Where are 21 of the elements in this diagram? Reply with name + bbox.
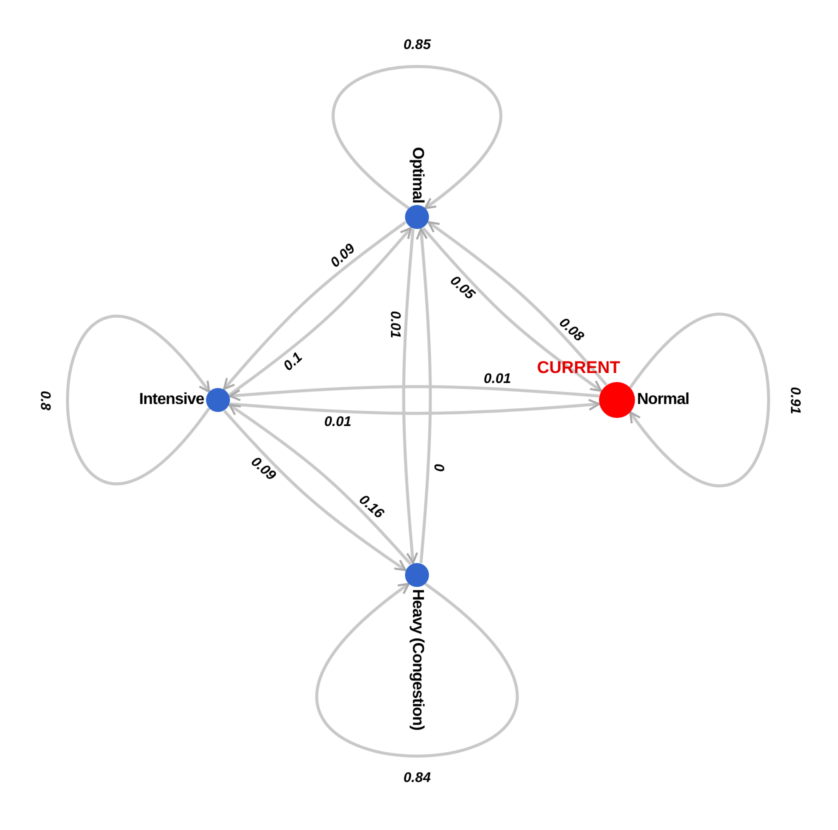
self-loop-arrow [629, 314, 770, 486]
probability-label: 0.84 [402, 770, 432, 786]
probability-label: 0.85 [402, 37, 432, 52]
state-label: Normal [637, 391, 690, 409]
probability-label: 0 [431, 462, 446, 472]
state-label: Heavy (Congestion) [408, 589, 426, 730]
state-label: Optimal [408, 146, 426, 203]
probability-label: 0.01 [482, 370, 512, 386]
probability-label: 0.8 [38, 389, 54, 411]
state-label: Intensive [139, 391, 204, 409]
status-label: CURRENT [537, 358, 620, 378]
probability-label: 0.01 [323, 414, 352, 430]
probability-label: 0.01 [388, 310, 403, 340]
probability-label: 0.91 [788, 385, 803, 415]
transition-arrow [402, 228, 418, 564]
self-loop-arrow [318, 582, 516, 758]
self-loop-arrow [66, 317, 210, 483]
self-loop-arrow [334, 65, 500, 210]
transition-arrow [416, 228, 432, 564]
transition-arrow [230, 398, 600, 415]
transition-arrow [229, 385, 600, 402]
